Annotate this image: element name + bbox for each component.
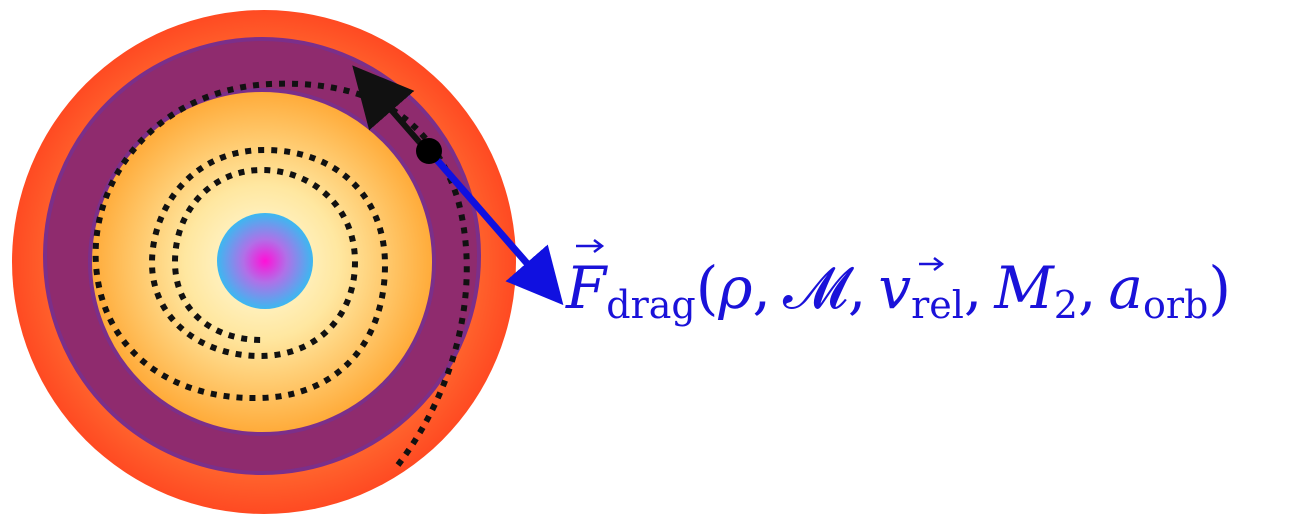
drag-force-label: Fdrag(ρ,𝓜,vrel,M2,aorb) <box>565 240 1231 327</box>
label-drag-subscript: drag <box>606 283 695 327</box>
label-paren-open: ( <box>696 254 719 322</box>
stellar-core <box>217 213 313 309</box>
label-comma-1: , <box>752 254 770 322</box>
label-velocity-symbol: v <box>878 254 911 322</box>
label-comma-4: , <box>1078 254 1096 322</box>
svg-text:Fdrag(ρ,𝓜,vrel,M2,aorb): Fdrag(ρ,𝓜,vrel,M2,aorb) <box>565 254 1231 327</box>
label-comma-2: , <box>848 254 866 322</box>
label-density-symbol: ρ <box>717 254 752 322</box>
label-orb-subscript: orb <box>1143 283 1208 327</box>
label-rel-subscript: rel <box>911 283 964 327</box>
label-comma-3: , <box>964 254 982 322</box>
label-paren-close: ) <box>1208 254 1231 322</box>
label-force-symbol: F <box>565 254 608 322</box>
label-mass-symbol: M <box>993 254 1055 322</box>
label-two-subscript: 2 <box>1054 283 1078 327</box>
label-mach-symbol: 𝓜 <box>783 254 855 322</box>
label-separation-symbol: a <box>1108 254 1143 322</box>
companion-icon <box>416 138 442 164</box>
